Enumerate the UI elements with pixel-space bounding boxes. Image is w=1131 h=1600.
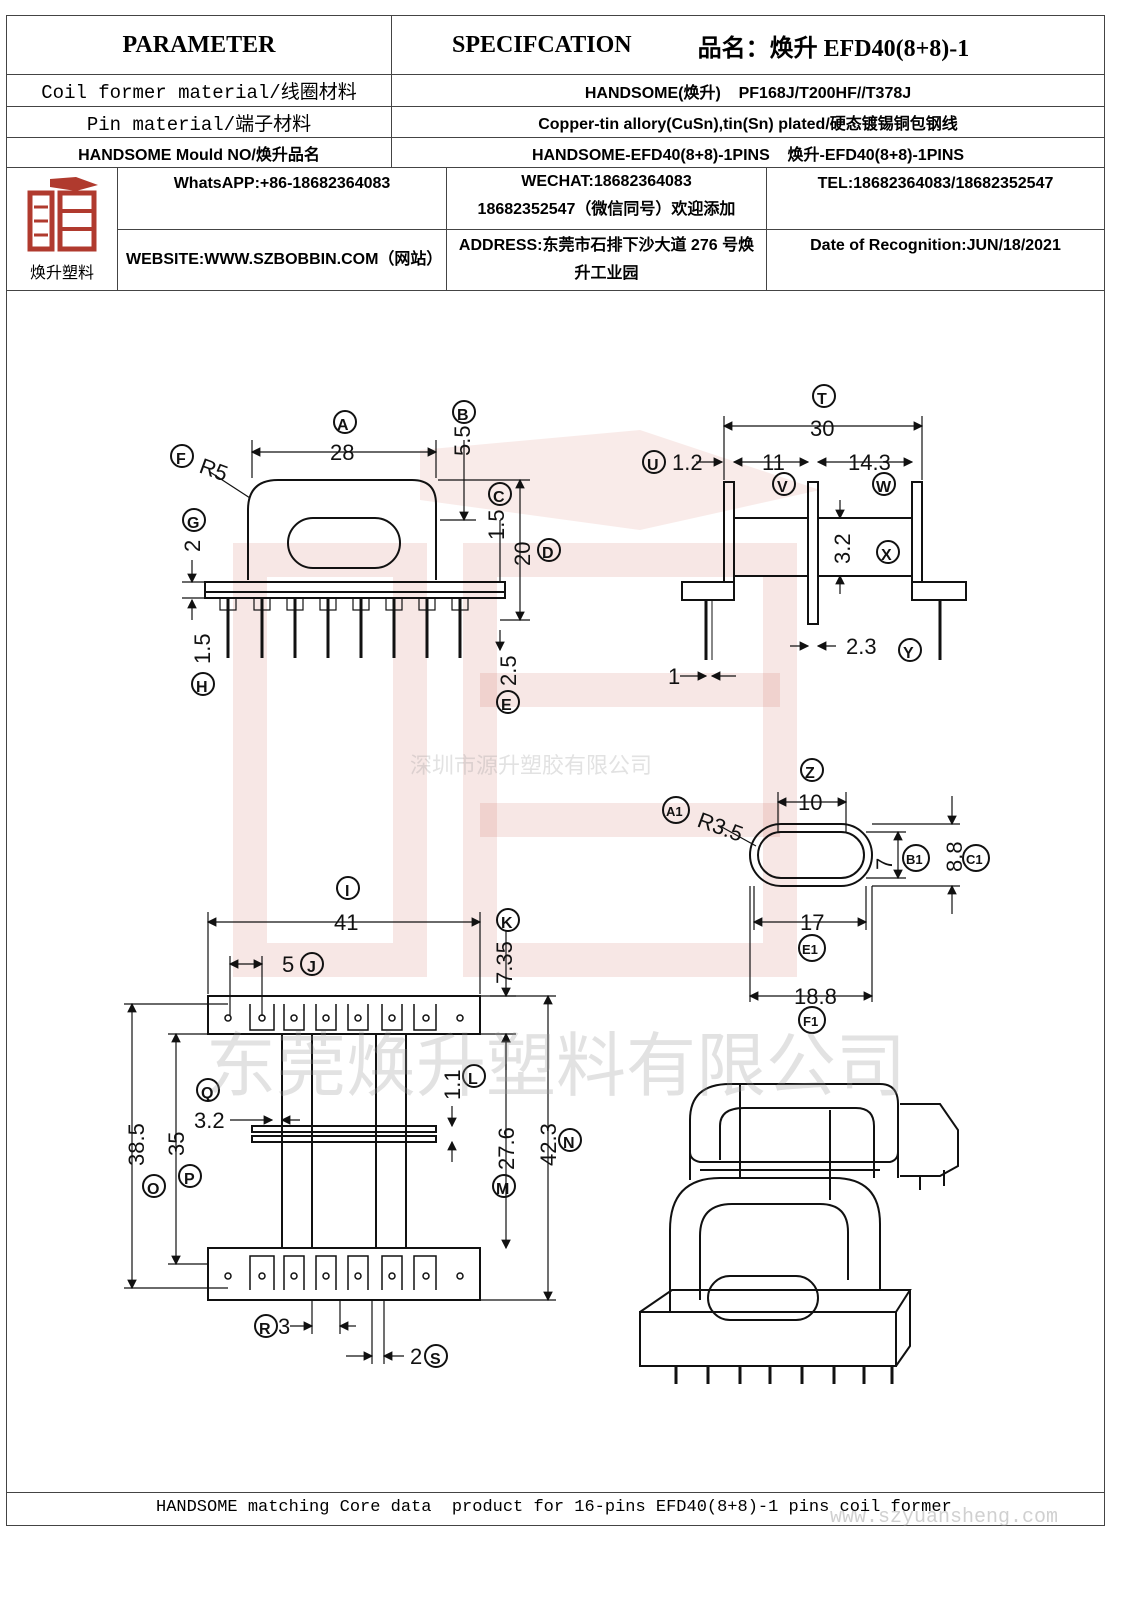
isometric-view bbox=[639, 1083, 959, 1384]
product-name: 品名：焕升 EFD40(8+8)-1 bbox=[697, 35, 970, 62]
svg-text:2: 2 bbox=[180, 540, 205, 552]
coil-material-value: HANDSOME(焕升) PF168J/T200HF//T378J bbox=[391, 74, 1105, 107]
svg-text:2.3: 2.3 bbox=[846, 634, 877, 659]
svg-text:41: 41 bbox=[334, 910, 358, 935]
pin-material-value: Copper-tin allory(CuSn),tin(Sn) plated/硬… bbox=[391, 106, 1105, 138]
svg-text:M: M bbox=[496, 1181, 509, 1198]
svg-text:2: 2 bbox=[410, 1344, 422, 1369]
svg-text:P: P bbox=[184, 1171, 195, 1188]
svg-text:W: W bbox=[876, 479, 892, 496]
svg-text:L: L bbox=[468, 1071, 478, 1088]
handsome-logo-icon bbox=[27, 177, 98, 252]
company-logo: 焕升塑料 bbox=[6, 167, 118, 291]
svg-text:3.2: 3.2 bbox=[194, 1108, 225, 1133]
parameter-header: PARAMETER bbox=[6, 15, 392, 75]
svg-text:14.3: 14.3 bbox=[848, 450, 891, 475]
bottom-view bbox=[124, 912, 556, 1364]
address: ADDRESS:东莞市石排下沙大道 276 号焕升工业园 bbox=[446, 229, 767, 291]
mould-no-value: HANDSOME-EFD40(8+8)-1PINS 焕升-EFD40(8+8)-… bbox=[391, 137, 1105, 168]
footer-text: HANDSOME matching Core data product for … bbox=[156, 1498, 952, 1517]
svg-text:J: J bbox=[307, 959, 316, 976]
recognition-date: Date of Recognition:JUN/18/2021 bbox=[766, 229, 1105, 291]
svg-text:V: V bbox=[777, 479, 788, 496]
svg-text:C: C bbox=[493, 489, 505, 506]
svg-text:N: N bbox=[563, 1135, 575, 1152]
watermark-company-dongguan: 东莞焕升塑料有限公司 bbox=[206, 1025, 906, 1107]
svg-text:B: B bbox=[457, 407, 469, 424]
svg-text:42.3: 42.3 bbox=[536, 1123, 561, 1166]
svg-text:5: 5 bbox=[282, 952, 294, 977]
svg-text:R3.5: R3.5 bbox=[694, 807, 746, 846]
svg-text:A: A bbox=[337, 417, 349, 434]
svg-text:1.5: 1.5 bbox=[484, 509, 509, 540]
svg-text:Z: Z bbox=[805, 765, 815, 782]
svg-text:R: R bbox=[259, 1321, 271, 1338]
svg-text:27.6: 27.6 bbox=[494, 1127, 519, 1170]
svg-text:30: 30 bbox=[810, 416, 834, 441]
svg-text:H: H bbox=[196, 679, 208, 696]
front-view bbox=[182, 440, 530, 658]
pin-material-label: Pin material/端子材料 bbox=[6, 106, 392, 138]
telephone: TEL:18682364083/18682352547 bbox=[766, 167, 1105, 230]
specification-header: SPECIFCATION 品名：焕升 EFD40(8+8)-1 bbox=[391, 15, 1105, 75]
slot-view bbox=[719, 792, 960, 1002]
svg-text:E1: E1 bbox=[802, 942, 818, 957]
svg-text:R5: R5 bbox=[196, 453, 231, 486]
mould-no-label: HANDSOME Mould NO/焕升品名 bbox=[6, 137, 392, 168]
footer-bar bbox=[6, 1492, 1105, 1526]
svg-text:F1: F1 bbox=[803, 1014, 818, 1029]
svg-text:S: S bbox=[430, 1351, 441, 1368]
svg-text:10: 10 bbox=[798, 790, 822, 815]
svg-text:1.5: 1.5 bbox=[190, 633, 215, 664]
side-view bbox=[680, 416, 967, 681]
svg-text:38.5: 38.5 bbox=[124, 1123, 149, 1166]
svg-text:1: 1 bbox=[668, 664, 680, 689]
svg-text:A1: A1 bbox=[666, 804, 683, 819]
svg-text:Y: Y bbox=[903, 645, 914, 662]
svg-text:D: D bbox=[542, 545, 554, 562]
svg-text:G: G bbox=[187, 515, 199, 532]
svg-text:2.5: 2.5 bbox=[496, 655, 521, 686]
svg-text:X: X bbox=[881, 547, 892, 564]
svg-text:F: F bbox=[176, 451, 186, 468]
svg-text:1.2: 1.2 bbox=[672, 450, 703, 475]
svg-text:K: K bbox=[501, 915, 513, 932]
svg-text:3.2: 3.2 bbox=[830, 533, 855, 564]
coil-material-label: Coil former material/线圈材料 bbox=[6, 74, 392, 107]
svg-text:17: 17 bbox=[800, 910, 824, 935]
svg-text:11: 11 bbox=[762, 450, 785, 475]
svg-text:I: I bbox=[345, 883, 349, 900]
svg-text:O: O bbox=[147, 1181, 159, 1198]
svg-text:Q: Q bbox=[201, 1085, 213, 1102]
svg-text:35: 35 bbox=[164, 1132, 189, 1156]
svg-text:7.35: 7.35 bbox=[492, 941, 517, 984]
svg-text:20: 20 bbox=[510, 542, 535, 566]
website: WEBSITE:WWW.SZBOBBIN.COM（网站） bbox=[117, 229, 447, 291]
svg-text:3: 3 bbox=[278, 1314, 290, 1339]
svg-text:1.1: 1.1 bbox=[440, 1069, 465, 1100]
svg-text:U: U bbox=[647, 457, 659, 474]
watermark-url: www.szyuansheng.com bbox=[830, 1506, 1059, 1529]
watermark-company-shenzhen: 深圳市源升塑胶有限公司 bbox=[410, 754, 653, 779]
logo-text: 焕升塑料 bbox=[29, 265, 94, 282]
svg-text:7: 7 bbox=[872, 858, 897, 870]
svg-text:5.5: 5.5 bbox=[450, 425, 475, 456]
svg-text:T: T bbox=[817, 391, 827, 408]
svg-text:28: 28 bbox=[330, 440, 354, 465]
svg-text:B1: B1 bbox=[906, 852, 923, 867]
technical-drawing: 28A 5.5B 1.5C 20D 2.5E R5F 2G 1.5H 30T 1… bbox=[124, 384, 990, 1384]
whatsapp: WhatsAPP:+86-18682364083 bbox=[117, 167, 447, 230]
svg-text:E: E bbox=[501, 697, 512, 714]
wechat: WECHAT:18682364083 18682352547（微信同号）欢迎添加 bbox=[446, 167, 767, 230]
svg-text:C1: C1 bbox=[966, 852, 983, 867]
svg-text:18.8: 18.8 bbox=[794, 984, 837, 1009]
